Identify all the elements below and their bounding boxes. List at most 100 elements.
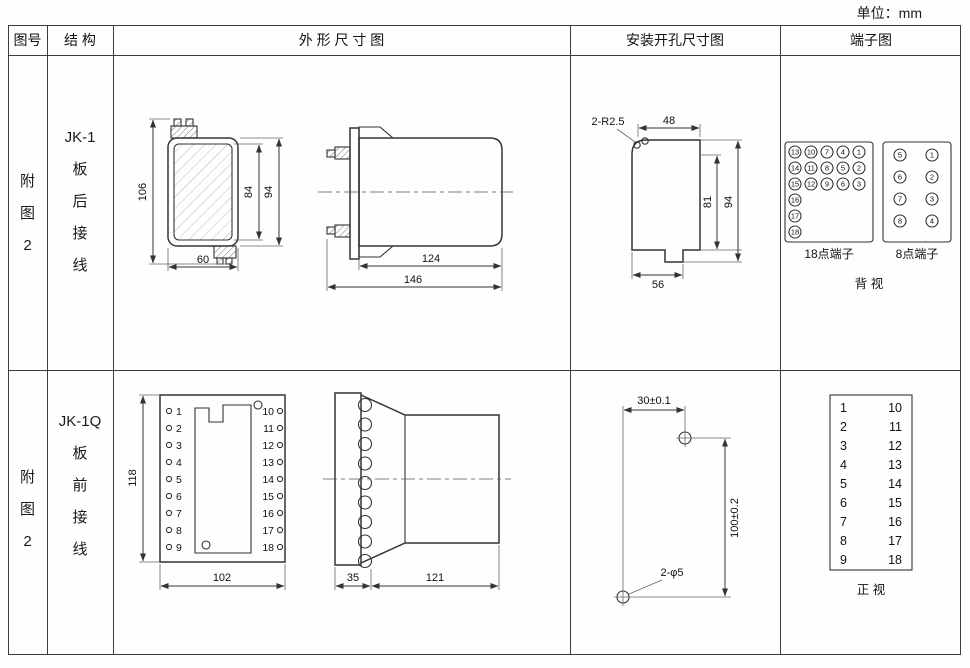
fig-char: 2 bbox=[23, 237, 32, 254]
jk1-terminal-diagram: 1 2 3 4 5 6 7 8 9 10 11 12 13 14 15 16 1… bbox=[784, 141, 952, 291]
fig-char: 2 bbox=[23, 533, 32, 550]
terminal-number: 5 bbox=[840, 477, 847, 491]
dim-84: 84 bbox=[243, 186, 255, 198]
terminal-number: 14 bbox=[888, 477, 902, 491]
jk1q-holes bbox=[614, 429, 694, 606]
dim-106: 106 bbox=[137, 183, 149, 201]
terminal-number: 6 bbox=[176, 491, 182, 503]
header-mount: 安装开孔尺寸图 bbox=[626, 32, 724, 48]
dim-118: 118 bbox=[127, 469, 139, 487]
label-2-r2_5: 2-R2.5 bbox=[591, 116, 624, 128]
terminal-box-18 bbox=[784, 141, 874, 243]
header-fig: 图号 bbox=[13, 32, 42, 48]
flange-plate bbox=[349, 127, 360, 260]
inner-cutout bbox=[194, 404, 252, 554]
terminal-list-left: 1 2 3 4 5 6 7 8 9 bbox=[840, 401, 847, 567]
terminals-8: 5 6 7 8 1 2 3 4 bbox=[893, 148, 939, 228]
terminal-number: 18 bbox=[262, 542, 274, 554]
label-18-point: 18点端子 bbox=[804, 247, 853, 261]
terminal-number: 10 bbox=[888, 401, 902, 415]
terminal-number: 8 bbox=[825, 164, 829, 173]
row1-structure: JK-1 板 后 接 线 bbox=[47, 122, 113, 282]
header-struct: 结 构 bbox=[64, 32, 96, 48]
terminal-number: 16 bbox=[888, 515, 902, 529]
terminal-number: 3 bbox=[840, 439, 847, 453]
struct-model: JK-1Q bbox=[58, 413, 102, 430]
jk1-outline-drawing: 106 84 94 60 bbox=[137, 118, 513, 291]
jk1-side-dimensions: 124 146 bbox=[326, 239, 503, 291]
jk1-mount-drawing: 2-R2.5 48 81 94 56 bbox=[591, 115, 742, 291]
jk1-front-view bbox=[167, 118, 239, 265]
terminal-number: 7 bbox=[176, 508, 182, 520]
grid-line-v1 bbox=[47, 25, 48, 655]
terminal-number: 1 bbox=[840, 401, 847, 415]
mount-stud bbox=[334, 224, 351, 238]
terminal-number: 4 bbox=[176, 457, 182, 469]
terminal-number: 17 bbox=[262, 525, 274, 537]
terminal-number: 11 bbox=[807, 164, 815, 173]
terminal-number: 2 bbox=[930, 173, 934, 182]
terminal-number: 15 bbox=[262, 491, 274, 503]
dim-121: 121 bbox=[426, 572, 444, 584]
relay-base-front bbox=[159, 394, 286, 563]
grid-line-v4 bbox=[780, 25, 781, 655]
terminal-number: 8 bbox=[840, 534, 847, 548]
terminal-number: 10 bbox=[262, 406, 274, 418]
struct-char: 板 bbox=[72, 445, 88, 462]
terminal-number: 12 bbox=[262, 440, 274, 452]
jk1-cutout-shape bbox=[631, 137, 701, 263]
terminal-number: 5 bbox=[841, 164, 845, 173]
terminal-number: 9 bbox=[825, 180, 829, 189]
terminal-number: 17 bbox=[888, 534, 902, 548]
terminal-number: 12 bbox=[807, 180, 815, 189]
terminal-number: 7 bbox=[840, 515, 847, 529]
dim-94: 94 bbox=[263, 186, 275, 198]
r2_5-notch bbox=[641, 137, 649, 145]
terminal-number: 7 bbox=[825, 148, 829, 157]
relay-case-outer bbox=[167, 137, 239, 247]
mount-tab bbox=[216, 257, 224, 265]
top-cover bbox=[358, 126, 394, 139]
label-2-phi5: 2-φ5 bbox=[660, 567, 683, 579]
terminal-number: 9 bbox=[176, 542, 182, 554]
header-terminal: 端子图 bbox=[850, 32, 892, 48]
table-border bbox=[8, 25, 961, 655]
jk1q-hole-dimensions: 30±0.1 100±0.2 2-φ5 bbox=[622, 395, 741, 598]
panel-cutout bbox=[631, 139, 701, 263]
terminal-number: 2 bbox=[176, 423, 182, 435]
terminal-number: 1 bbox=[857, 148, 861, 157]
dim-81: 81 bbox=[702, 196, 714, 208]
terminal-box bbox=[829, 394, 913, 571]
terminal-number: 11 bbox=[263, 423, 274, 435]
jk1q-terminal-diagram: 1 2 3 4 5 6 7 8 9 10 11 12 13 14 15 16 1… bbox=[829, 394, 913, 597]
fixing-hole bbox=[201, 540, 211, 550]
struct-char: 线 bbox=[72, 541, 88, 558]
fig-char: 图 bbox=[19, 205, 35, 222]
relay-body-side bbox=[358, 137, 503, 247]
struct-char: 板 bbox=[72, 161, 88, 178]
terminal-number: 14 bbox=[791, 164, 799, 173]
terminal-number: 11 bbox=[889, 420, 902, 434]
terminal-number: 16 bbox=[791, 196, 799, 205]
dim-60: 60 bbox=[197, 254, 209, 266]
dim-146: 146 bbox=[404, 274, 422, 286]
terminal-number: 8 bbox=[898, 217, 902, 226]
terminal-number: 18 bbox=[888, 553, 902, 567]
grid-line-v2 bbox=[113, 25, 114, 655]
terminal-number: 13 bbox=[791, 148, 799, 157]
mount-tab bbox=[213, 245, 237, 259]
jk1q-side-view bbox=[323, 392, 511, 569]
dim-94b: 94 bbox=[723, 196, 735, 208]
row2-structure: JK-1Q 板 前 接 线 bbox=[47, 406, 113, 566]
terminal-number: 13 bbox=[888, 458, 902, 472]
terminals-18: 1 2 3 4 5 6 7 8 9 10 11 12 13 14 15 16 1… bbox=[788, 145, 866, 239]
fig-char: 图 bbox=[19, 501, 35, 518]
dim-30: 30±0.1 bbox=[637, 395, 671, 407]
dim-56: 56 bbox=[652, 279, 664, 291]
relay-case-inner bbox=[173, 143, 233, 241]
terminal-number: 6 bbox=[840, 496, 847, 510]
terminal-list-right: 10 11 12 13 14 15 16 17 18 bbox=[888, 401, 902, 567]
jk1q-front-dimensions: 118 10 2 bbox=[127, 394, 286, 590]
right-terminals: 10 11 12 13 14 15 16 17 18 bbox=[262, 406, 284, 554]
